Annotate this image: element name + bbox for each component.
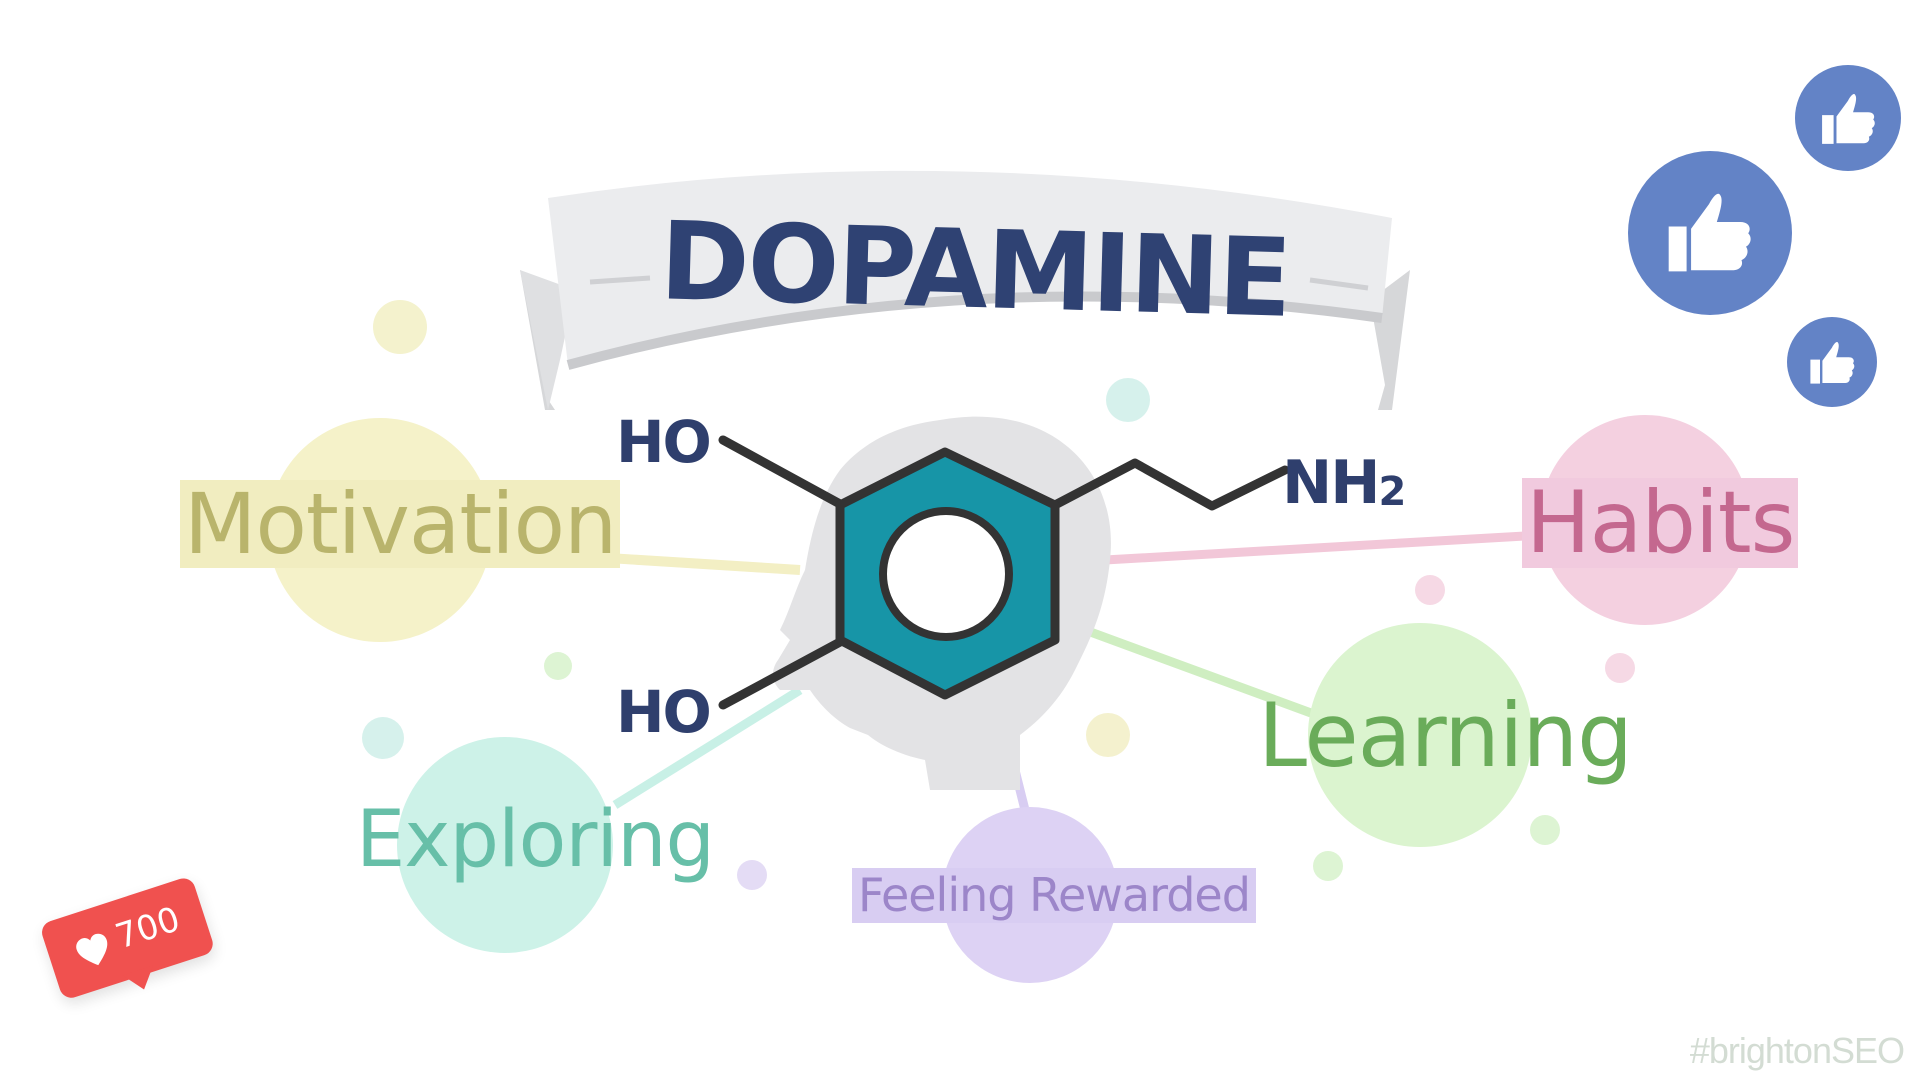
decorative-dot	[1415, 575, 1445, 605]
ribbon-dash-right	[1309, 277, 1369, 291]
decorative-dot	[1313, 851, 1343, 881]
ribbon-banner	[548, 170, 1392, 365]
thumbs-up-icon-top	[1795, 65, 1901, 171]
amine-label: NH2	[1282, 448, 1406, 518]
decorative-dot	[373, 300, 427, 354]
amine-subscript: 2	[1378, 469, 1407, 515]
hydroxyl-top-label: HO	[616, 408, 712, 476]
event-hashtag: #brightonSEO	[1689, 1030, 1905, 1071]
ribbon-dash-left	[589, 275, 651, 285]
bond-ethylamine-chain	[1050, 458, 1290, 511]
decorative-dot	[737, 860, 767, 890]
ribbon-shadow	[566, 291, 1383, 370]
concept-learning: Learning	[1258, 684, 1633, 787]
hydroxyl-bottom-label: HO	[616, 678, 712, 746]
decorative-dot	[1530, 815, 1560, 845]
decorative-dot	[1605, 653, 1635, 683]
decorative-dot	[544, 652, 572, 680]
concept-exploring: Exploring	[356, 795, 715, 885]
bond-hydroxyl-bottom	[718, 637, 845, 710]
connector-habits	[1104, 531, 1526, 565]
decorative-dot	[1086, 713, 1130, 757]
learning-bubble	[1308, 623, 1532, 847]
exploring-bubble	[397, 737, 613, 953]
thumbs-up-icon-small	[1787, 317, 1877, 407]
decorative-dot	[362, 717, 404, 759]
decorative-dot	[1106, 378, 1150, 422]
benzene-inner-circle	[879, 507, 1013, 641]
like-notification-badge: 700	[38, 875, 217, 1004]
bond-hydroxyl-top	[718, 435, 845, 509]
page-title: DOPAMINE	[658, 199, 1292, 342]
concept-habits: Habits	[1522, 478, 1799, 568]
heart-icon	[76, 933, 108, 966]
connector-learning	[1083, 625, 1332, 725]
concept-feeling-rewarded: Feeling Rewarded	[852, 868, 1256, 923]
thumbs-up-icon-large	[1628, 151, 1792, 315]
connector-exploring	[612, 686, 803, 809]
concept-motivation: Motivation	[180, 480, 621, 568]
amine-base: NH	[1282, 448, 1380, 518]
